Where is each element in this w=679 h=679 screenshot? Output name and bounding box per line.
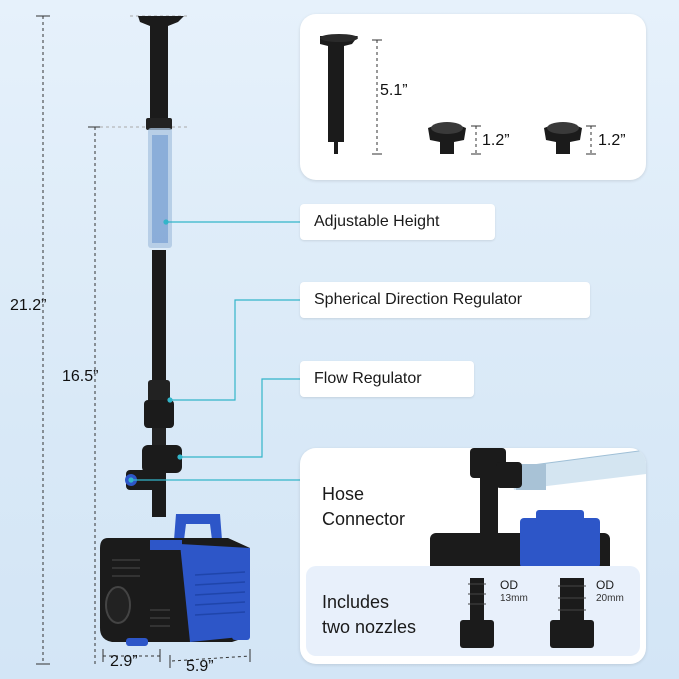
short-nozzle-1-height: 1.2” — [482, 132, 510, 149]
flow-regulator-text: Flow Regulator — [314, 370, 422, 387]
nozzle-13mm-icon — [460, 578, 494, 648]
hose-connector-line2: Connector — [322, 509, 406, 529]
nozzle-20mm-size: 20mm — [596, 593, 624, 604]
nozzle-13mm-od: OD — [500, 578, 518, 592]
height-dimension-21 — [36, 15, 50, 665]
total-height-label: 21.2” — [10, 297, 47, 314]
tall-nozzle-height: 5.1” — [380, 82, 408, 99]
included-nozzles-panel: Includes two nozzles — [306, 566, 640, 656]
width-length-label: 5.9” — [186, 658, 214, 675]
height-dimension-16 — [88, 126, 102, 664]
adjustable-height-text: Adjustable Height — [314, 213, 440, 230]
adjustable-height-callout: Adjustable Height — [300, 204, 495, 240]
included-line1: Includes — [322, 592, 390, 612]
nozzle-shapes — [320, 34, 596, 155]
short-nozzle-2-height: 1.2” — [598, 132, 626, 149]
spherical-regulator-text: Spherical Direction Regulator — [314, 291, 523, 308]
tube-height-label: 16.5” — [62, 368, 99, 385]
flow-regulator-callout: Flow Regulator — [300, 361, 474, 397]
nozzle-dimensions-card: 5.1” 1.2” 1.2” — [300, 14, 646, 180]
hose-connector-line1: Hose — [322, 484, 365, 504]
nozzle-20mm-icon — [550, 578, 594, 648]
hose-connector-label: Hose Connector — [322, 482, 405, 532]
included-line2: two nozzles — [322, 617, 417, 637]
spherical-regulator-callout: Spherical Direction Regulator — [300, 282, 590, 318]
hose-connector-card: Hose Connector Includes two nozzles — [300, 448, 646, 664]
included-nozzle-shapes — [460, 578, 594, 648]
hose-connector-illustration — [430, 448, 646, 573]
nozzle-20mm-od: OD — [596, 578, 614, 592]
width-depth-label: 2.9” — [110, 653, 138, 670]
included-nozzles-text: Includes two nozzles — [322, 590, 416, 640]
nozzle-13mm-size: 13mm — [500, 593, 528, 604]
